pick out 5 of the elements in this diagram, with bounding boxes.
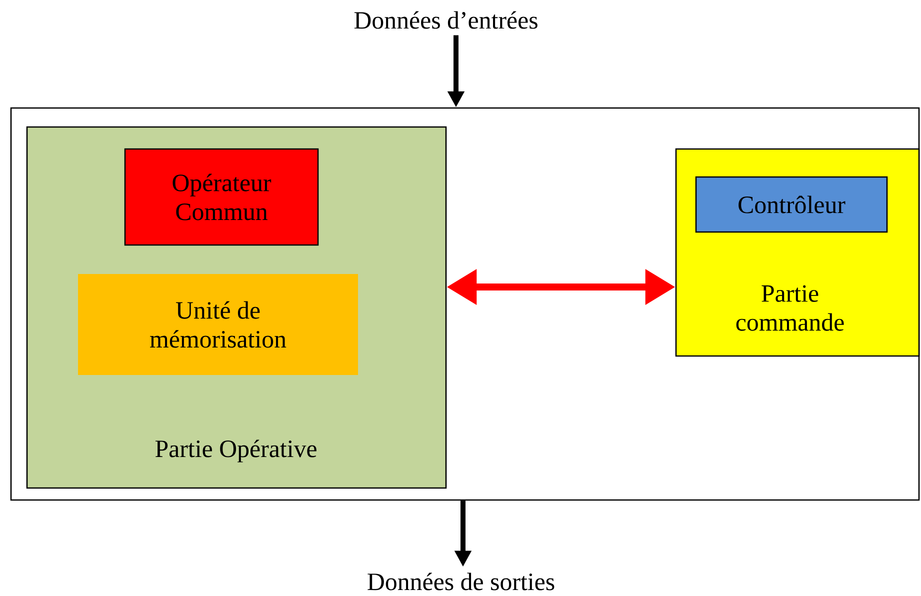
output-label: Données de sorties xyxy=(368,572,554,590)
controller-box: Contrôleur xyxy=(695,176,888,233)
input-label: Données d’entrées xyxy=(354,11,538,29)
operator-box: Opérateur Commun xyxy=(124,148,319,246)
memory-unit-box: Unité de mémorisation xyxy=(78,274,358,375)
